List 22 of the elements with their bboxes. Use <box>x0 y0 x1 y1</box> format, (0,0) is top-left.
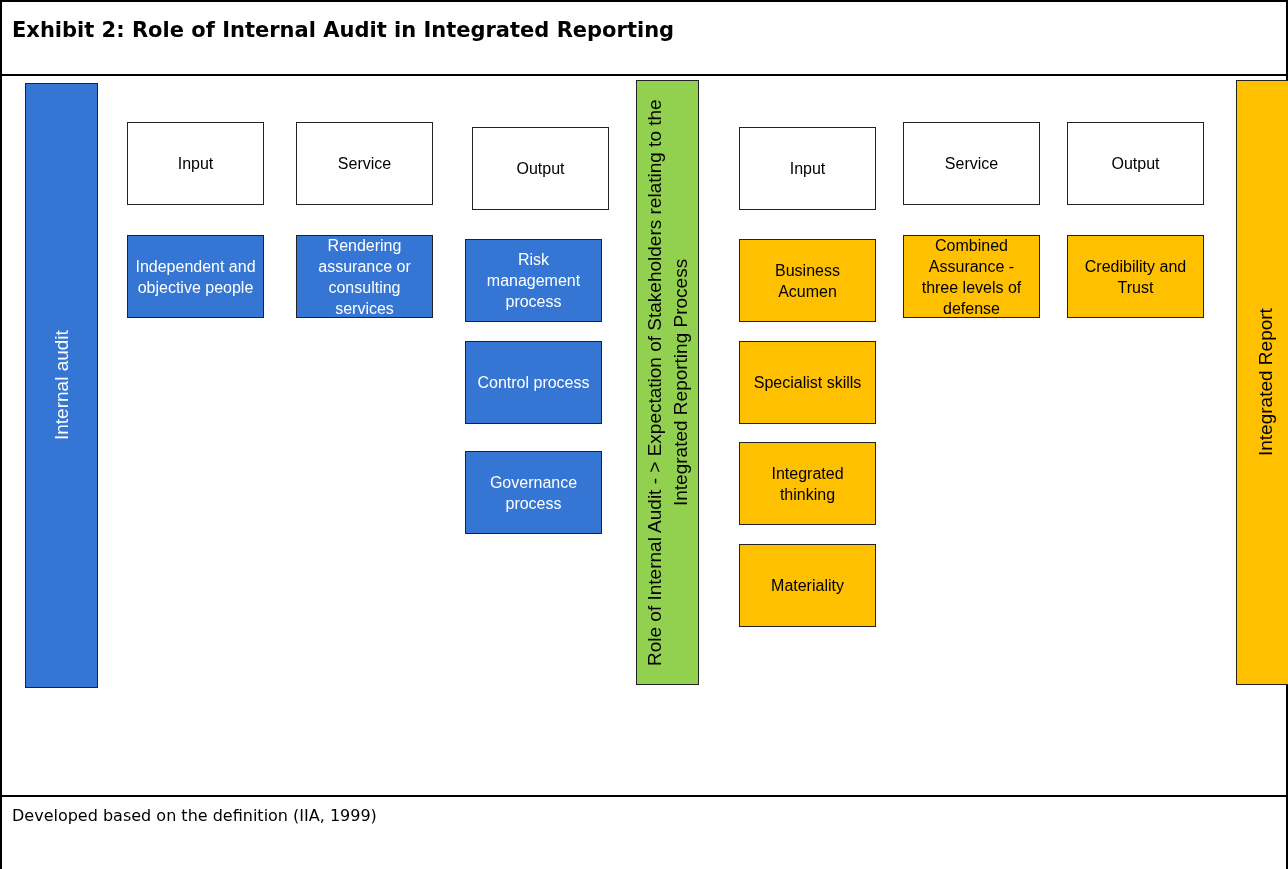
source-note: Developed based on the definition (IIA, 1999) <box>12 806 377 825</box>
column-header: Output <box>472 127 609 210</box>
column-header: Output <box>1067 122 1204 205</box>
process-box: Risk management process <box>465 239 602 322</box>
process-box: Control process <box>465 341 602 424</box>
process-box: Specialist skills <box>739 341 876 424</box>
vertical-band: Internal audit <box>25 83 98 688</box>
column-header: Service <box>903 122 1040 205</box>
process-box: Materiality <box>739 544 876 627</box>
vertical-band: Integrated Report <box>1236 80 1288 685</box>
process-box: Combined Assurance - three levels of defense <box>903 235 1040 318</box>
process-box: Integrated thinking <box>739 442 876 525</box>
process-box: Independent and objective people <box>127 235 264 318</box>
column-header: Service <box>296 122 433 205</box>
process-box: Credibility and Trust <box>1067 235 1204 318</box>
process-box: Rendering assurance or consulting services <box>296 235 433 318</box>
process-box: Business Acumen <box>739 239 876 322</box>
vertical-band: Role of Internal Audit - > Expectation of Stakeholders relating to the Integrated Reporting Process <box>636 80 699 685</box>
column-header: Input <box>739 127 876 210</box>
exhibit-title: Exhibit 2: Role of Internal Audit in Integrated Reporting <box>12 18 675 42</box>
column-header: Input <box>127 122 264 205</box>
process-box: Governance process <box>465 451 602 534</box>
